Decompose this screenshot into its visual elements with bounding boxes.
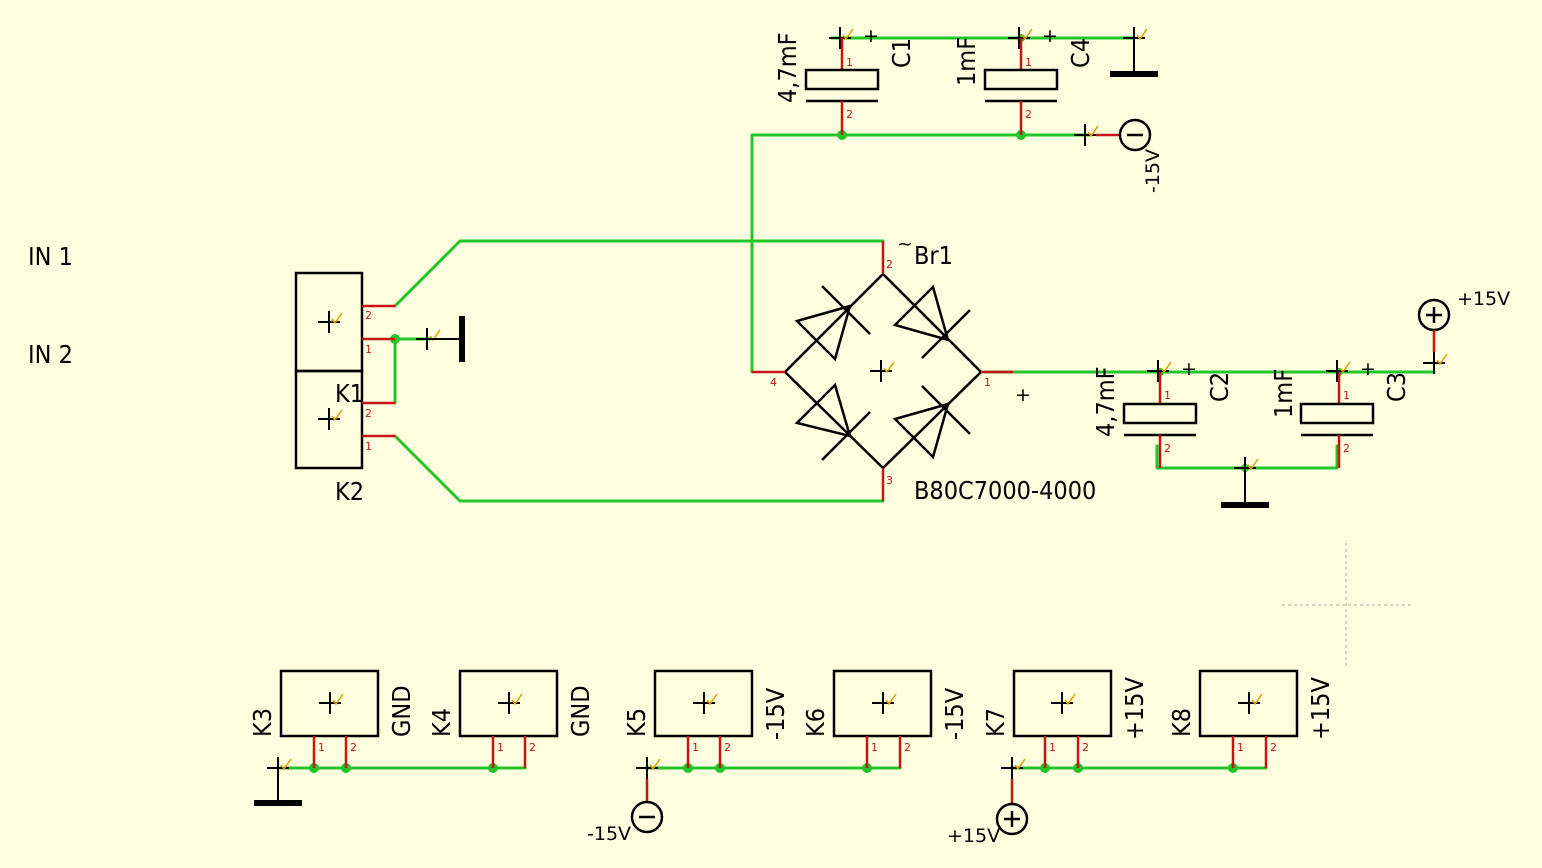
supply-neg15v-bottom: -15V (587, 756, 664, 845)
c2-value: 4,7mF (1091, 366, 1120, 437)
c4-value: 1mF (952, 37, 981, 86)
diode-symbol (892, 284, 971, 359)
c1-value: 4,7mF (773, 32, 802, 103)
k4-net-label: GND (566, 685, 595, 737)
diode-symbol (794, 382, 871, 461)
k7-label: K7 (981, 708, 1010, 737)
pos15v-bottom-label: +15V (947, 825, 1000, 847)
k1-label: K1 (335, 379, 364, 408)
pin-number: 2 (846, 108, 853, 121)
pin-number: 2 (1343, 442, 1350, 455)
ac-tilde: ~ (897, 233, 913, 255)
pin-number: 2 (1270, 741, 1277, 754)
k7-net-label: +15V (1120, 677, 1149, 740)
pin-number: 1 (1025, 56, 1032, 69)
k8-net-label: +15V (1306, 677, 1335, 740)
k6-net-label: -15V (940, 687, 969, 740)
pin-number: 2 (1082, 741, 1089, 754)
connector-k4[interactable]: 1 2 K4 GND (427, 669, 595, 768)
connector-k5[interactable]: 1 2 K5 -15V (622, 669, 790, 768)
ground-symbol-top (1110, 26, 1158, 77)
c3-label: C3 (1382, 372, 1411, 402)
connector-k7[interactable]: 1 2 K7 +15V (981, 669, 1149, 768)
pin-number: 1 (1164, 389, 1171, 402)
pin-number: 2 (365, 407, 372, 420)
in2-label: IN 2 (28, 340, 73, 369)
c1-label: C1 (887, 38, 916, 68)
k5-label: K5 (622, 708, 651, 737)
neg15v-label: -15V (1142, 149, 1164, 193)
pin-number: 1 (692, 741, 699, 754)
pin-number: 1 (318, 741, 325, 754)
pin-number: 2 (529, 741, 536, 754)
capacitor-c4[interactable]: + 1 2 C4 1mF (952, 25, 1095, 135)
supply-pos15v-bottom: +15V (947, 756, 1029, 847)
pin-number: 1 (365, 440, 372, 453)
plus-mark: + (863, 25, 879, 47)
c4-label: C4 (1066, 38, 1095, 68)
pin-number: 3 (886, 474, 893, 487)
k4-label: K4 (427, 708, 456, 737)
pin-number: 1 (1237, 741, 1244, 754)
k3-net-label: GND (387, 685, 416, 737)
supply-pos15v-right: +15V (1417, 288, 1510, 375)
pin-number: 1 (984, 376, 991, 389)
pin-number: 2 (365, 309, 372, 322)
c2-label: C2 (1205, 372, 1234, 402)
cursor-crosshair (1282, 543, 1412, 668)
k3-label: K3 (248, 708, 277, 737)
supply-neg15v-top: -15V (1073, 118, 1164, 193)
diode-symbol (892, 385, 971, 460)
c3-value: 1mF (1269, 369, 1298, 418)
ground-symbol-c2c3 (1221, 456, 1269, 508)
pin-number: 1 (365, 343, 372, 356)
pin-number: 2 (724, 741, 731, 754)
plus-mark: + (1181, 358, 1197, 380)
pin-number: 2 (1164, 442, 1171, 455)
pin-number: 2 (350, 741, 357, 754)
pin-number: 2 (904, 741, 911, 754)
diode-symbol (794, 285, 871, 362)
bridge-rectifier-br1[interactable]: 2 3 4 1 ~ + Br1 B80C7000-4000 (752, 233, 1096, 505)
pos15v-label: +15V (1457, 288, 1510, 310)
pin-number: 1 (846, 56, 853, 69)
k8-label: K8 (1167, 708, 1196, 737)
wires (278, 36, 1436, 770)
plus-mark: + (1360, 358, 1376, 380)
capacitor-c3[interactable]: + 1 2 C3 1mF (1269, 358, 1411, 468)
k2-label: K2 (335, 477, 364, 506)
pin-number: 2 (1025, 108, 1032, 121)
plus-mark: + (1042, 25, 1058, 47)
capacitor-c1[interactable]: + 1 2 C1 4,7mF (773, 25, 916, 135)
br1-value: B80C7000-4000 (914, 476, 1096, 505)
connector-k1[interactable]: 2 1 K1 (294, 271, 395, 408)
ground-symbol-bottom (254, 756, 302, 806)
pin-number: 4 (770, 376, 777, 389)
capacitor-c2[interactable]: + 1 2 C2 4,7mF (1091, 358, 1234, 468)
pin-number: 2 (886, 258, 893, 271)
br1-label: Br1 (914, 241, 953, 270)
k6-label: K6 (801, 708, 830, 737)
k5-net-label: -15V (761, 687, 790, 740)
connector-k2[interactable]: 2 1 K2 (294, 369, 395, 506)
connector-k6[interactable]: 1 2 K6 -15V (801, 669, 969, 768)
in1-label: IN 1 (28, 242, 73, 271)
pin-number: 1 (1049, 741, 1056, 754)
ground-symbol-k1 (415, 316, 465, 362)
pin-number: 1 (497, 741, 504, 754)
connector-k8[interactable]: 1 2 K8 +15V (1167, 669, 1335, 768)
plus-mark: + (1015, 384, 1031, 406)
pin-number: 1 (871, 741, 878, 754)
neg15v-bottom-label: -15V (587, 823, 631, 845)
pin-number: 1 (1343, 389, 1350, 402)
connector-k3[interactable]: 1 2 K3 GND (248, 669, 416, 768)
